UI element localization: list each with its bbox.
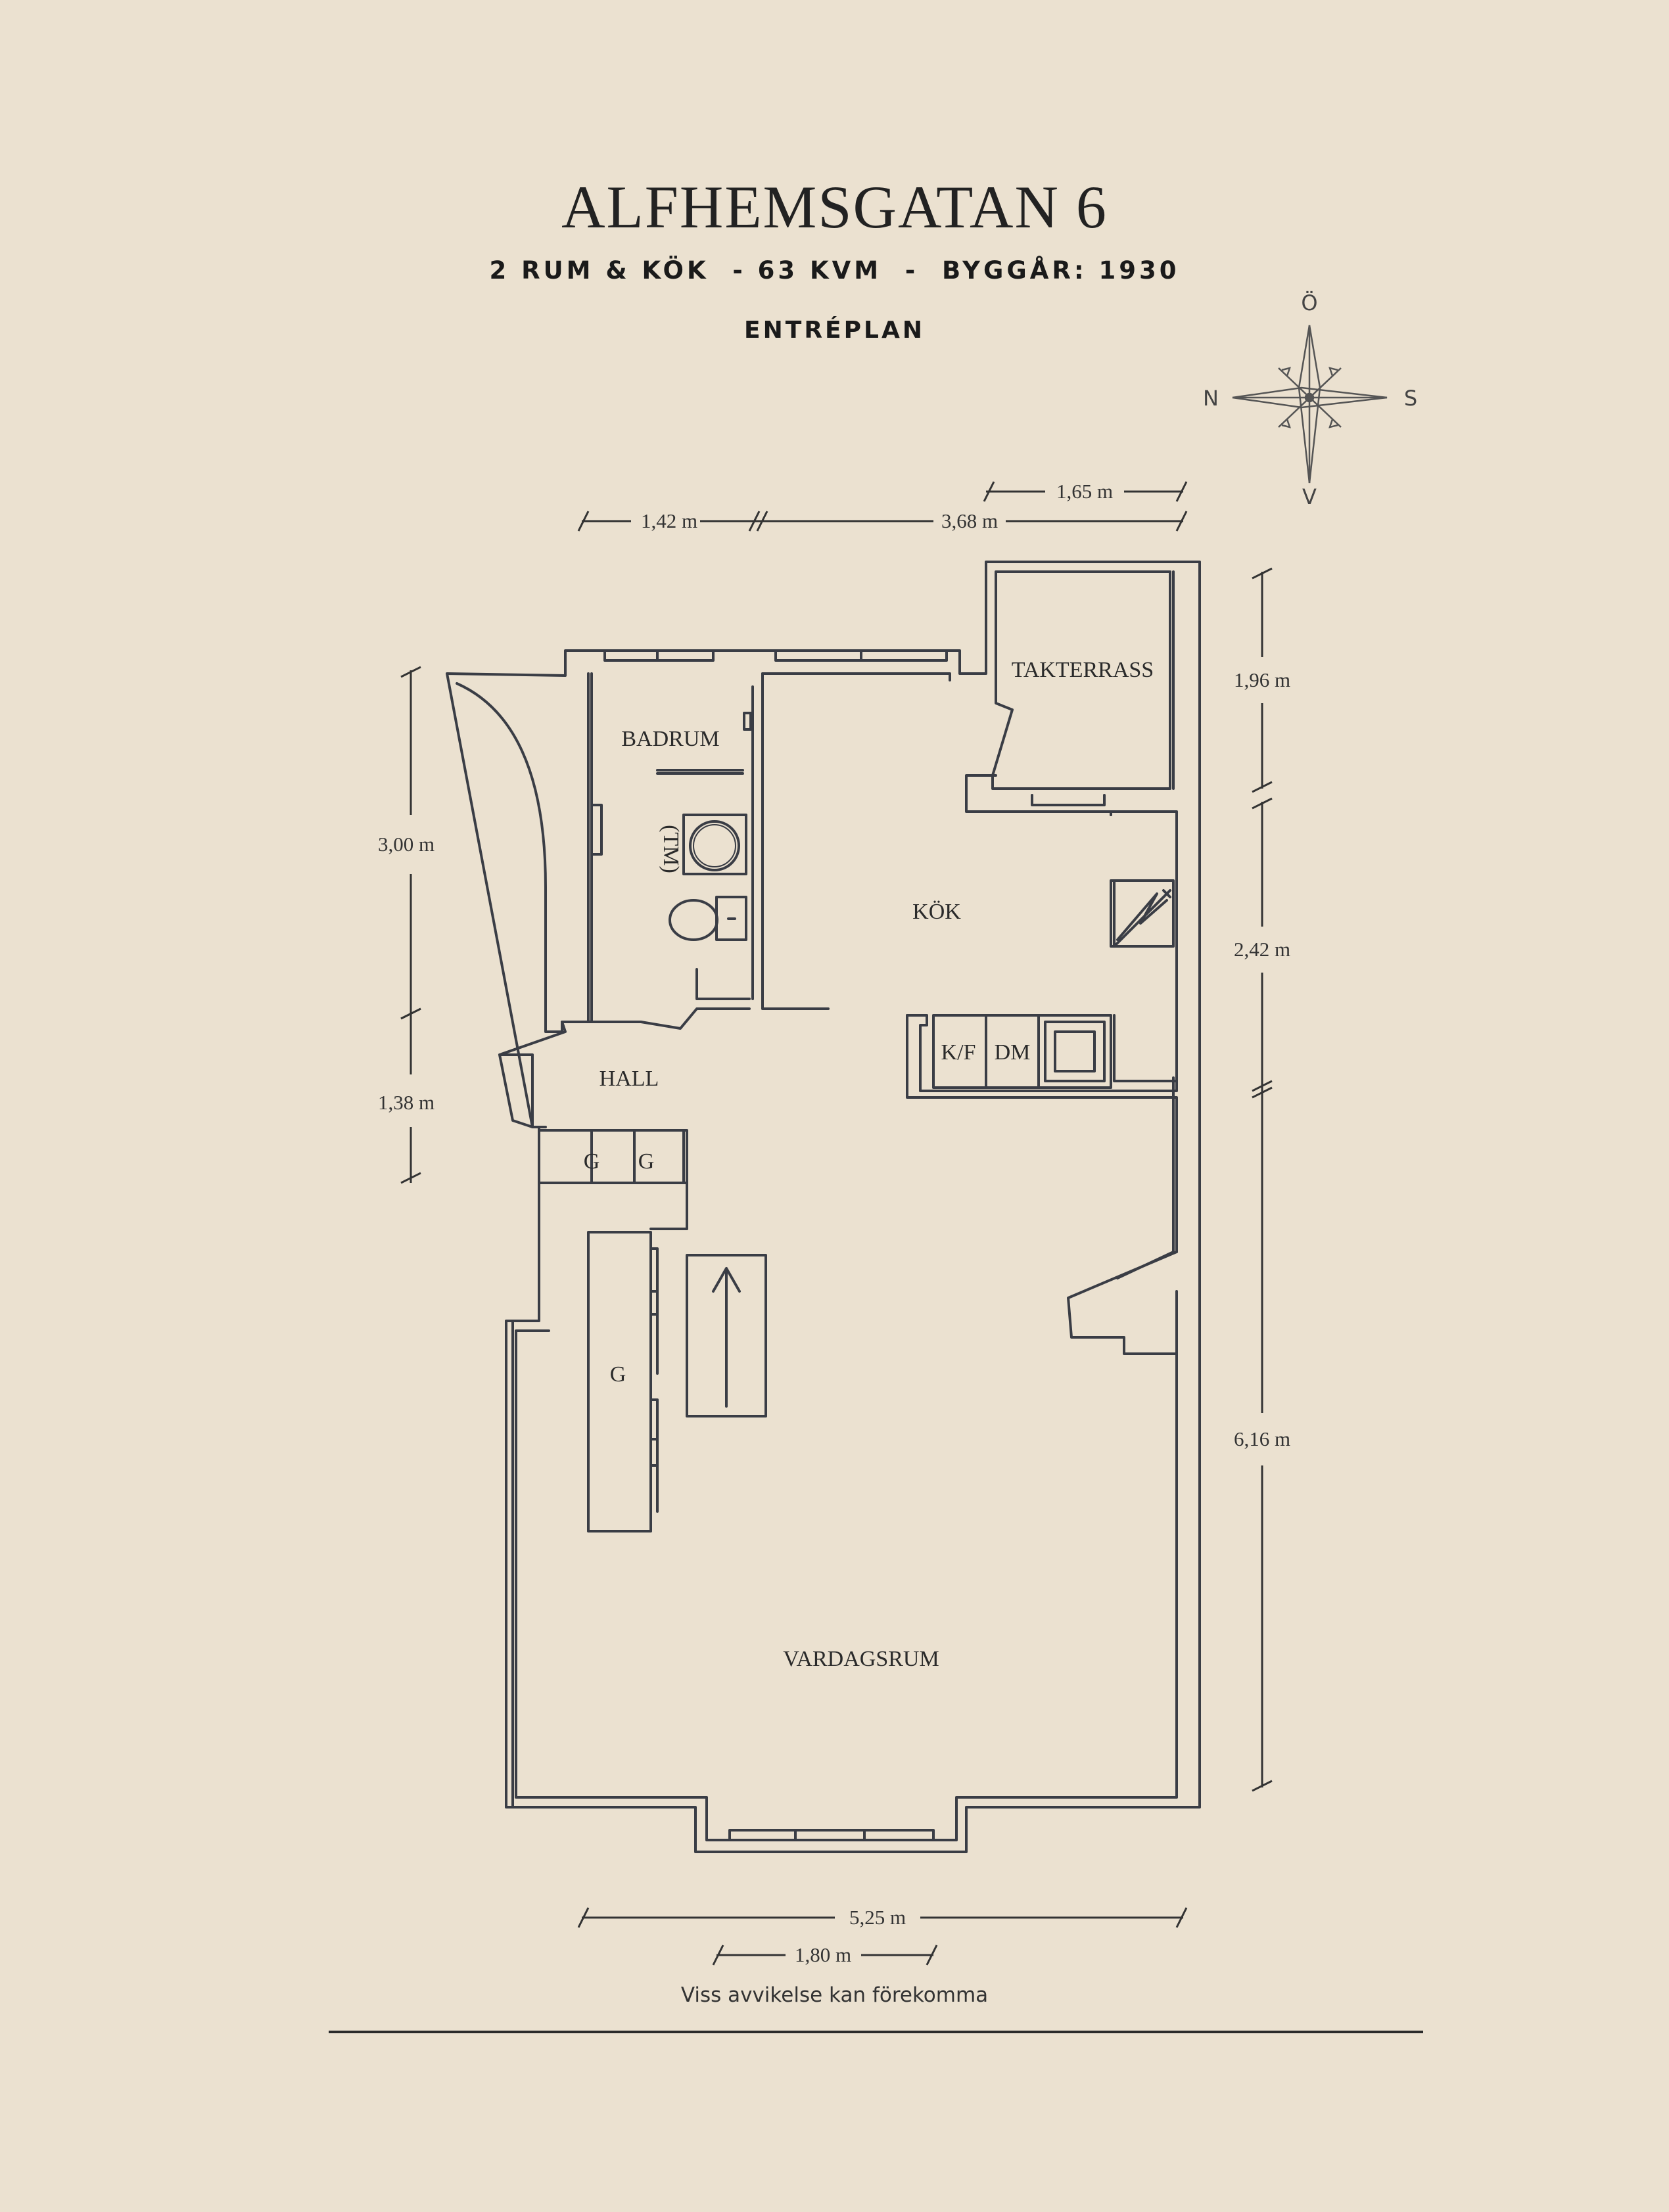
- compass-east: Ö: [1301, 290, 1317, 315]
- kitchen-counter-inner: [1110, 879, 1175, 948]
- dim-bottom-2: 1,80 m: [795, 1943, 851, 1966]
- dim-line-right-2: [1252, 797, 1273, 1092]
- hall-door: [498, 1021, 567, 1128]
- kitchen-units: [932, 1014, 1112, 1089]
- dim-line-right-1: [1252, 567, 1273, 793]
- wardrobe: [587, 1231, 659, 1532]
- kitchen-wall: [906, 1014, 1178, 1253]
- dim-top-mid: 3,68 m: [941, 509, 998, 532]
- hall-closets: [538, 1129, 688, 1230]
- room-label-g1: G: [584, 1149, 600, 1174]
- compass-west: V: [1302, 484, 1317, 509]
- dim-right-3: 6,16 m: [1234, 1427, 1290, 1450]
- dim-line-bottom-2: [712, 1945, 938, 1966]
- dim-right-2: 2,42 m: [1234, 938, 1290, 961]
- room-label-takterrass: TAKTERRASS: [1012, 658, 1154, 682]
- dim-left-1: 3,00 m: [378, 833, 435, 856]
- dim-line-bottom-1: [577, 1907, 1188, 1928]
- room-label-tm: (TM): [659, 825, 683, 873]
- page-title: ALFHEMSGATAN 6: [561, 173, 1108, 241]
- kitchen-counter: [1110, 810, 1178, 1082]
- compass-rose-icon: [1232, 325, 1388, 484]
- dim-left-2: 1,38 m: [378, 1091, 435, 1114]
- dim-top-right: 1,65 m: [1056, 480, 1113, 503]
- room-label-g3: G: [610, 1362, 626, 1387]
- dim-line-left-1: [400, 666, 421, 1020]
- stove-symbol: [1113, 889, 1171, 948]
- dim-line-top-right: [983, 481, 1188, 502]
- outer-wall-inner: [456, 570, 1178, 1841]
- compass-north: N: [1203, 386, 1219, 411]
- kitchen-lower-counter: [906, 1014, 1178, 1092]
- dim-line-top-left: [577, 511, 761, 532]
- washing-machine: [682, 814, 747, 875]
- window-top-right: [774, 649, 948, 662]
- window-terrace: [1031, 794, 1106, 806]
- outer-wall: [446, 561, 1201, 1853]
- room-label-vardagsrum: VARDAGSRUM: [783, 1647, 939, 1671]
- disclaimer: Viss avvikelse kan förekomma: [680, 1983, 989, 2007]
- room-label-dm: DM: [995, 1040, 1031, 1065]
- washing-machine-drum: [689, 820, 740, 871]
- room-label-badrum: BADRUM: [621, 727, 719, 751]
- dim-line-top-mid: [756, 511, 1188, 532]
- bathroom-walls: [587, 672, 830, 1030]
- shower-rail: [656, 769, 744, 775]
- dim-right-1: 1,96 m: [1234, 668, 1290, 691]
- wall-niche: [1067, 1251, 1178, 1355]
- toilet: [669, 899, 718, 941]
- stair-steps: [686, 1254, 767, 1417]
- toilet-tank: [715, 896, 747, 941]
- bathroom-mirror: [590, 804, 603, 856]
- compass-south: S: [1404, 386, 1417, 411]
- dim-line-left-2: [400, 1007, 421, 1184]
- window-top-left: [603, 649, 715, 662]
- floor-level: ENTRÉPLAN: [744, 317, 925, 344]
- room-label-kok: KÖK: [912, 900, 961, 924]
- dim-line-right-3: [1252, 1086, 1273, 1792]
- room-label-kf: K/F: [941, 1040, 976, 1065]
- window-bottom: [728, 1829, 935, 1841]
- dim-top-left: 1,42 m: [641, 509, 697, 532]
- room-label-hall: HALL: [599, 1067, 659, 1091]
- dim-bottom-1: 5,25 m: [849, 1906, 906, 1929]
- apartment-summary: 2 RUM & KÖK - 63 KVM - BYGGÅR: 1930: [489, 256, 1180, 285]
- terrace-walls: [965, 570, 1171, 816]
- room-label-g2: G: [638, 1149, 655, 1174]
- shower-head: [743, 712, 752, 731]
